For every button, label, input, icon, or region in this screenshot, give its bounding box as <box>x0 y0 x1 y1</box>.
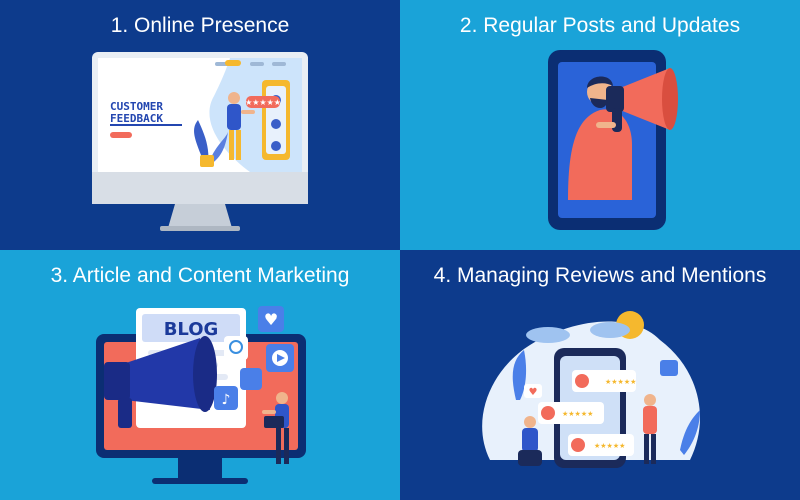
svg-text:♥: ♥ <box>264 310 278 329</box>
phone-megaphone-illustration <box>548 50 678 230</box>
svg-text:★★★★★: ★★★★★ <box>562 410 593 418</box>
panel-title: 1. Online Presence <box>110 14 290 37</box>
panel-reviews-mentions: ★★★★★ ★★★★★ ★★★★★ ♥ 4. Managing Reviews … <box>400 250 800 500</box>
feedback-headline: FEEDBACK <box>110 112 163 125</box>
customer-headline: CUSTOMER <box>110 100 163 113</box>
svg-text:★★★★★: ★★★★★ <box>605 378 636 386</box>
blog-megaphone-illustration: BLOG ♥ ♪ <box>96 306 306 484</box>
svg-text:♥: ♥ <box>529 387 538 398</box>
panel-title: 2. Regular Posts and Updates <box>459 14 741 37</box>
panel-title: 4. Managing Reviews and Mentions <box>433 264 767 287</box>
svg-text:★★★★★: ★★★★★ <box>245 98 281 107</box>
svg-text:♪: ♪ <box>222 392 231 408</box>
panel-regular-posts: 2. Regular Posts and Updates <box>400 0 800 250</box>
monitor-illustration: ★★★★★ CUSTOMER FEEDBACK <box>92 52 308 231</box>
svg-text:★★★★★: ★★★★★ <box>594 442 625 450</box>
panel-content-marketing: BLOG ♥ ♪ 3. <box>0 250 400 500</box>
panel-title: 3. Article and Content Marketing <box>50 264 350 287</box>
blog-sign: BLOG <box>164 319 219 340</box>
panel-online-presence: ★★★★★ CUSTOMER FEEDBACK 1. Online Presen… <box>0 0 400 250</box>
reviews-illustration: ★★★★★ ★★★★★ ★★★★★ ♥ <box>482 311 700 468</box>
